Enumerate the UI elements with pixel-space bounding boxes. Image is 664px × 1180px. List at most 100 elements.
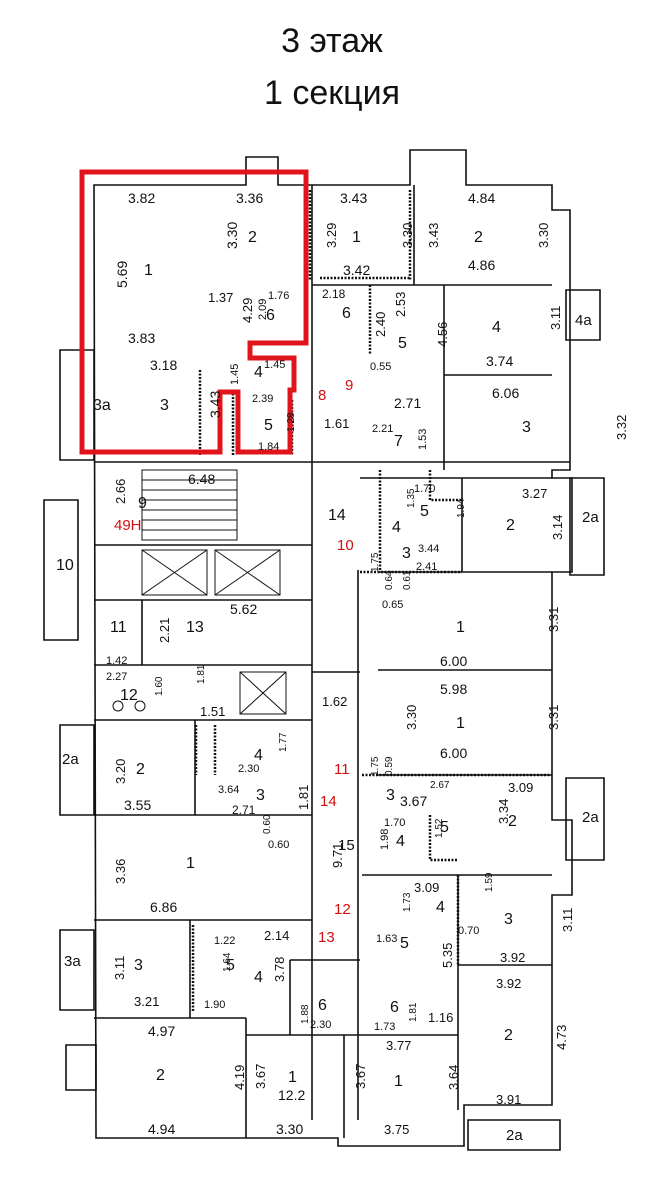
room-number: 5	[398, 335, 407, 352]
room-number: 14	[328, 507, 346, 524]
dim-label: 3.30	[224, 222, 240, 249]
dim-label: 1.62	[322, 694, 347, 709]
corridor-number: 11	[334, 761, 350, 778]
dim-label: 3.75	[384, 1122, 409, 1137]
dim-label: 9.71	[330, 843, 345, 868]
dim-label: 1.63	[376, 933, 397, 945]
dim-label: 3.74	[486, 353, 513, 369]
dim-label: 1.45	[264, 359, 285, 371]
dim-label: 1.94	[456, 498, 467, 518]
room-number: 3	[256, 787, 265, 804]
dim-label: 4.73	[554, 1025, 569, 1050]
dim-label: 0.70	[458, 925, 479, 937]
dim-label: 5.62	[230, 601, 257, 617]
stair-elevator-core	[112, 469, 287, 715]
dim-label: 3.77	[386, 1038, 411, 1053]
room-number: 5	[264, 417, 273, 434]
room-number: 1	[186, 855, 195, 872]
dim-label: 5.69	[114, 261, 130, 288]
dim-label: 3.91	[496, 1092, 521, 1107]
dim-label: 3.30	[404, 705, 419, 730]
dim-label: 3.11	[548, 306, 563, 330]
dim-label: 3.36	[236, 190, 263, 206]
dim-label: 3.11	[112, 956, 127, 980]
dim-label: 2.18	[322, 287, 346, 301]
dim-label: 2.66	[113, 479, 128, 504]
commercial-unit-label: 49Н	[114, 517, 142, 534]
dim-label: 2.30	[238, 763, 259, 775]
room-number: 3	[522, 419, 531, 436]
dim-label: 1.75	[370, 552, 381, 572]
room-number: 10	[56, 557, 74, 574]
floor-title: 3 этаж	[281, 22, 383, 60]
room-number: 2а	[506, 1127, 523, 1144]
room-number: 2	[506, 517, 515, 534]
room-number: 5	[400, 935, 409, 952]
dim-label: 0.55	[370, 361, 391, 373]
dim-label: 0.59	[384, 756, 395, 776]
dim-label: 1.75	[370, 756, 381, 776]
dim-label: 2.41	[416, 561, 437, 573]
dim-label: 1.28	[286, 412, 297, 432]
dim-label: 2.71	[394, 395, 421, 411]
dim-label: 3.92	[500, 950, 525, 965]
dim-label: 6.00	[440, 653, 467, 669]
dim-label: 4.19	[232, 1065, 247, 1090]
room-number: 4	[254, 969, 263, 986]
dim-label: 3.34	[496, 799, 511, 824]
corridor-number: 12	[334, 901, 351, 918]
dim-label: 1.84	[258, 441, 279, 453]
corridor-number: 10	[337, 537, 354, 554]
room-number: 5	[226, 957, 235, 974]
dim-label: 6.48	[188, 471, 215, 487]
dim-label: 3.55	[124, 797, 151, 813]
room-number: 2	[248, 229, 257, 246]
room-number: 9	[138, 495, 147, 512]
room-number: 3а	[64, 953, 81, 970]
dim-label: 4.56	[435, 322, 450, 347]
dim-label: 3.64	[446, 1065, 461, 1090]
dim-label: 3.30	[276, 1121, 303, 1137]
dim-label: 1.51	[200, 704, 225, 719]
room-number: 11	[110, 619, 127, 636]
room-number: 3	[386, 787, 395, 804]
dim-label: 1.81	[296, 785, 311, 810]
dim-label: 1.42	[106, 655, 127, 667]
dim-label: 2.71	[232, 803, 256, 817]
room-number: 3а	[93, 397, 111, 414]
dim-label: 0.65	[382, 599, 403, 611]
room-number: 1	[144, 262, 153, 279]
dim-label: 4.94	[148, 1121, 175, 1137]
section-title: 1 секция	[263, 74, 401, 112]
room-number: 4	[392, 519, 401, 536]
dim-label: 6.06	[492, 385, 519, 401]
dim-label: 3.67	[253, 1064, 268, 1089]
dim-label: 3.30	[400, 223, 415, 248]
dim-label: 3.29	[324, 223, 339, 248]
dim-label: 0.64	[384, 570, 395, 590]
dim-label: 1.76	[268, 290, 289, 302]
dim-label: 6.00	[440, 745, 467, 761]
room-number: 2а	[62, 751, 79, 768]
dim-label: 0.60	[268, 839, 289, 851]
dim-label: 0.60	[262, 814, 273, 834]
dim-label: 1.77	[278, 732, 289, 752]
room-number: 4	[436, 899, 445, 916]
dim-label: 3.64	[218, 784, 239, 796]
room-number: 15	[338, 837, 355, 854]
dim-label: 1.45	[229, 364, 241, 385]
room-number: 2а	[582, 809, 599, 826]
dim-label: 2.53	[393, 292, 408, 317]
dim-label: 3.43	[426, 223, 441, 248]
dim-label: 1.90	[204, 999, 225, 1011]
dim-label: 1.70	[414, 483, 435, 495]
dim-label: 3.21	[134, 994, 159, 1009]
room-number: 1	[288, 1069, 297, 1086]
room-number: 2	[156, 1067, 165, 1084]
room-labels: 3.82 5.69 1 3.83 3.36 3.30 2 1.37 1.76 2…	[56, 190, 629, 1144]
corridor-number: 9	[345, 377, 353, 394]
dim-label: 3.30	[536, 223, 551, 248]
dim-label: 3.43	[340, 190, 367, 206]
dim-label: 3.83	[128, 330, 155, 346]
room-number: 6	[318, 997, 327, 1014]
